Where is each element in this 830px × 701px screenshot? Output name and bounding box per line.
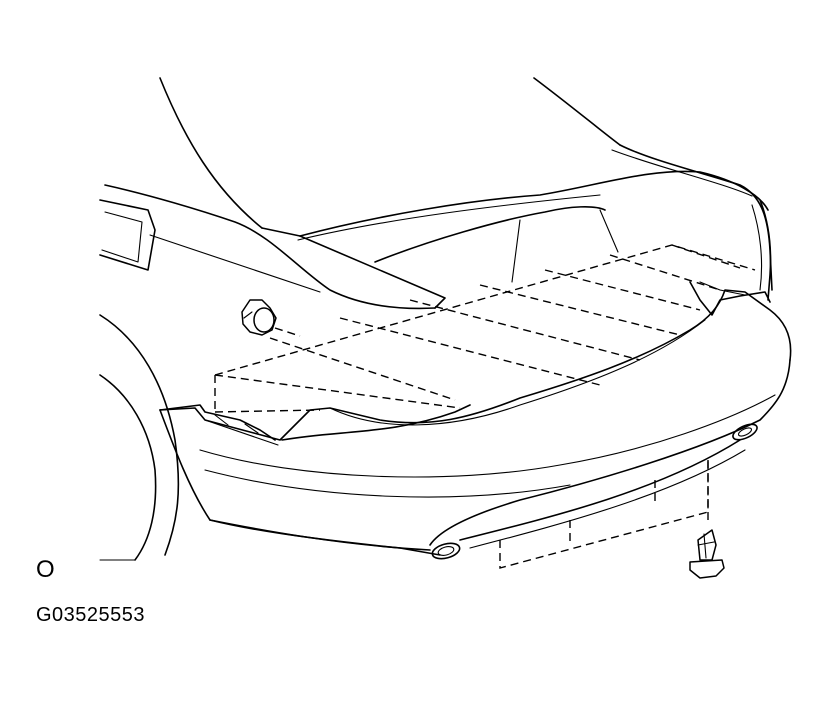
retainer-clip-icon — [241, 299, 277, 336]
figure-code-label: G03525553 — [36, 604, 146, 626]
bumper-cover — [159, 281, 792, 560]
vehicle-body-outline — [99, 77, 773, 561]
removal-guide-lines — [214, 244, 756, 569]
view-indicator-label: O — [36, 556, 55, 583]
push-pin-clip-icon — [689, 529, 725, 579]
